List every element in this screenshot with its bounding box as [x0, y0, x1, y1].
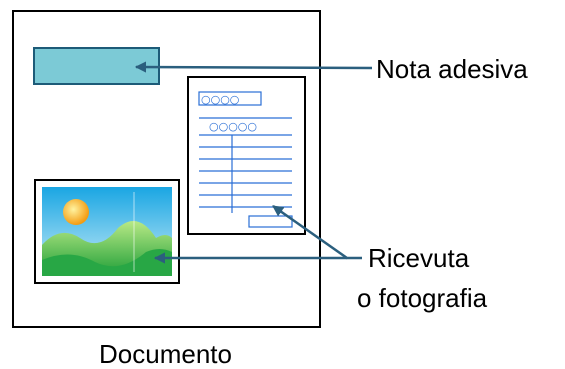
receipt-lines	[199, 117, 292, 213]
receipt: ○○○○ ○○○○○	[187, 76, 306, 235]
arrow-sticky-note	[134, 61, 373, 73]
label-receipt-line1: Ricevuta	[368, 243, 470, 273]
photograph	[34, 179, 180, 284]
callout-arrows	[134, 61, 373, 264]
label-document: Documento	[99, 339, 232, 369]
receipt-header-box	[198, 91, 262, 106]
receipt-second-circles: ○○○○○	[209, 120, 257, 133]
receipt-header-circles: ○○○○	[201, 93, 239, 106]
label-receipt-line2: o fotografia	[357, 283, 488, 313]
label-sticky-note: Nota adesiva	[376, 54, 528, 84]
sun-icon	[63, 199, 89, 225]
receipt-total-box	[248, 215, 293, 228]
